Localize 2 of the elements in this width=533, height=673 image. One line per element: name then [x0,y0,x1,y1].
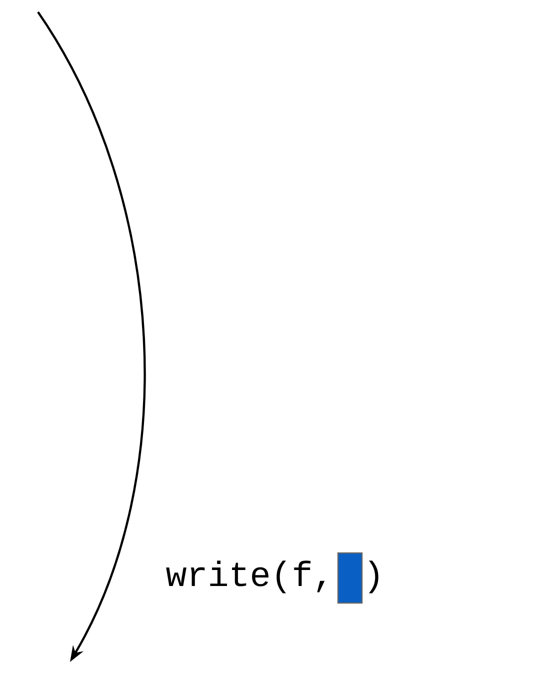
code-text: ) [368,560,378,594]
code-text: write(f, [166,560,325,594]
